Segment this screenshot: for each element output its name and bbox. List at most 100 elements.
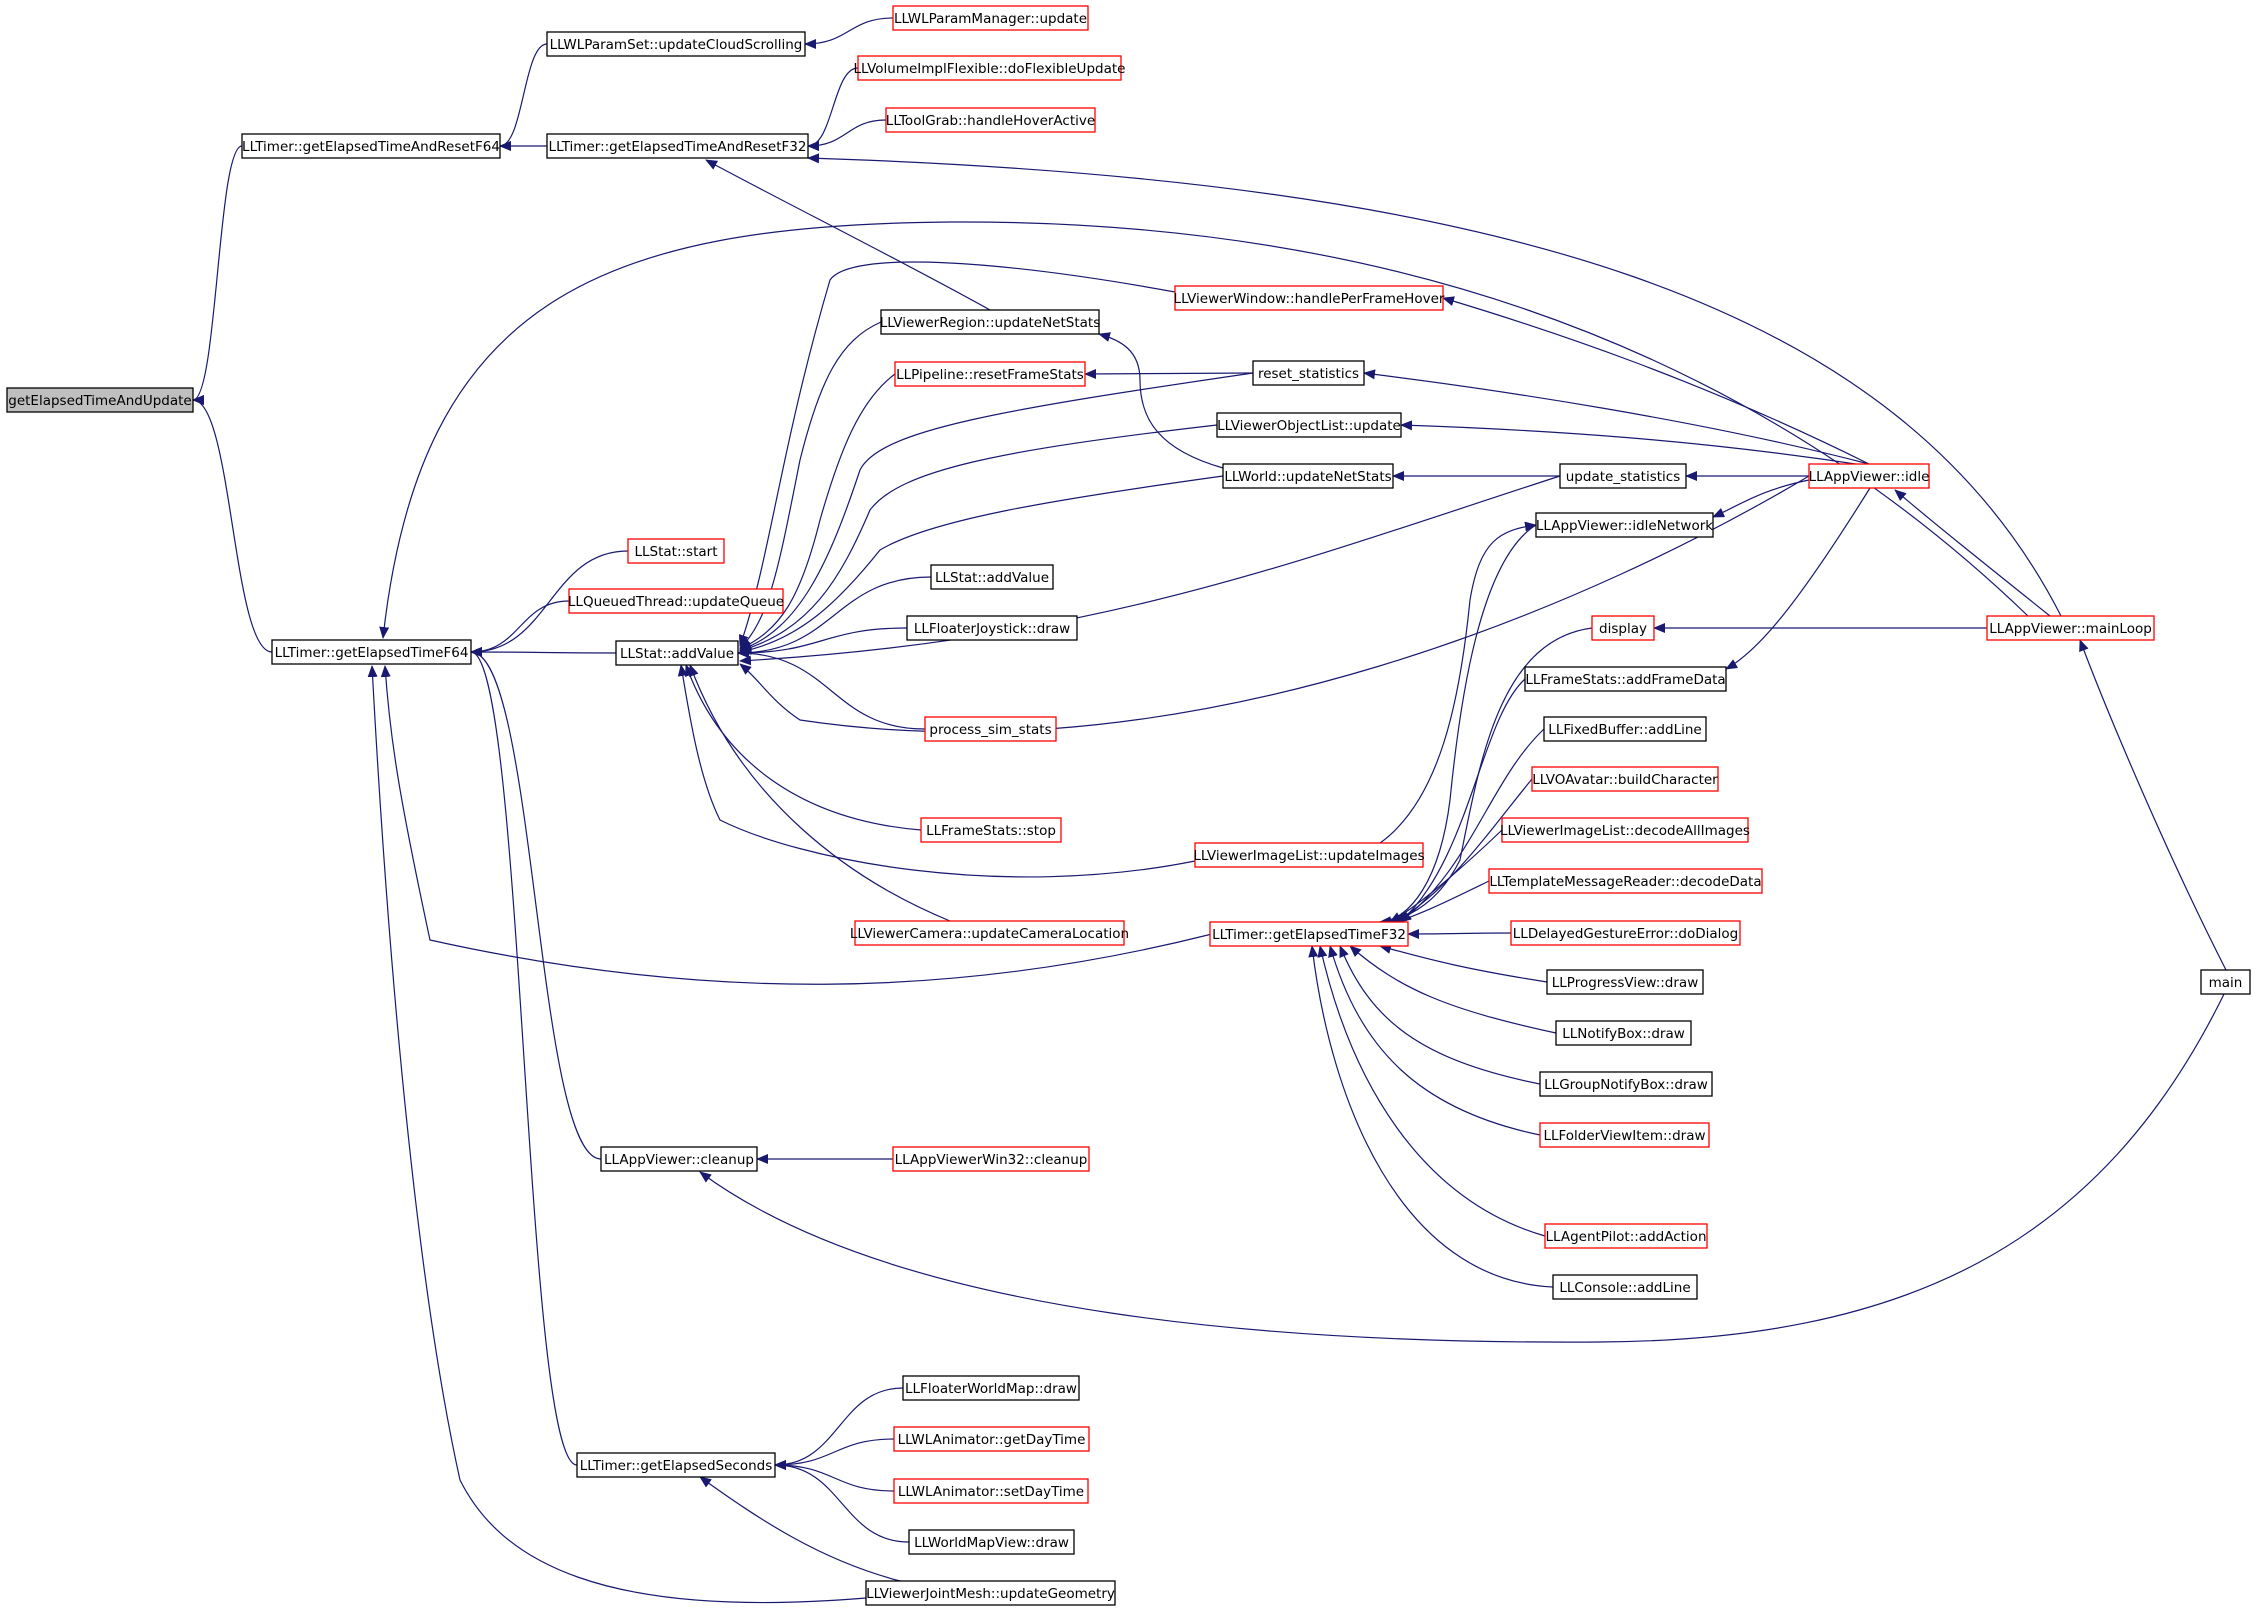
node-box[interactable] — [1209, 921, 1409, 947]
node-box[interactable] — [241, 133, 501, 159]
node-box[interactable] — [600, 1146, 758, 1172]
node-objList[interactable]: LLViewerObjectList::update — [1216, 412, 1402, 438]
node-getF64[interactable]: LLTimer::getElapsedTimeF64 — [271, 639, 472, 665]
node-box[interactable] — [271, 639, 472, 665]
node-box[interactable] — [854, 920, 1125, 946]
node-progress[interactable]: LLProgressView::draw — [1546, 969, 1704, 995]
node-box[interactable] — [930, 564, 1054, 590]
node-getDay[interactable]: LLWLAnimator::getDayTime — [893, 1426, 1090, 1452]
node-winHover[interactable]: LLViewerWindow::handlePerFrameHover — [1174, 285, 1445, 311]
node-box[interactable] — [568, 588, 784, 614]
node-pipeReset[interactable]: LLPipeline::resetFrameStats — [894, 361, 1086, 387]
node-getSecs[interactable]: LLTimer::getElapsedSeconds — [576, 1452, 776, 1478]
node-box[interactable] — [1510, 920, 1741, 946]
node-addValueTop[interactable]: LLStat::addValue — [930, 564, 1054, 590]
node-tmplDecode[interactable]: LLTemplateMessageReader::decodeData — [1488, 868, 1763, 894]
node-regionNet[interactable]: LLViewerRegion::updateNetStats — [880, 309, 1101, 335]
node-cloudScroll[interactable]: LLWLParamSet::updateCloudScrolling — [546, 31, 806, 57]
node-box[interactable] — [546, 133, 809, 159]
node-decodeAll[interactable]: LLViewerImageList::decodeAllImages — [1500, 817, 1750, 843]
node-camLoc[interactable]: LLViewerCamera::updateCameraLocation — [850, 920, 1129, 946]
node-frameStop[interactable]: LLFrameStats::stop — [920, 817, 1062, 843]
node-win32Cleanup[interactable]: LLAppViewerWin32::cleanup — [892, 1146, 1090, 1172]
node-resetF32[interactable]: LLTimer::getElapsedTimeAndResetF32 — [546, 133, 809, 159]
node-setDay[interactable]: LLWLAnimator::setDayTime — [893, 1478, 1089, 1504]
node-box[interactable] — [1539, 1071, 1713, 1097]
node-box[interactable] — [6, 387, 194, 413]
node-volFlex[interactable]: LLVolumeImplFlexible::doFlexibleUpdate — [854, 55, 1126, 81]
node-box[interactable] — [1252, 360, 1365, 386]
node-box[interactable] — [885, 107, 1096, 133]
node-frameAdd[interactable]: LLFrameStats::addFrameData — [1524, 666, 1727, 692]
node-resetStats[interactable]: reset_statistics — [1252, 360, 1365, 386]
node-box[interactable] — [1546, 969, 1704, 995]
node-mapView[interactable]: LLWorldMapView::draw — [908, 1529, 1075, 1555]
node-box[interactable] — [1543, 716, 1707, 742]
node-main[interactable]: main — [2200, 969, 2251, 995]
node-box[interactable] — [1535, 512, 1714, 538]
node-box[interactable] — [920, 817, 1062, 843]
node-joystick[interactable]: LLFloaterJoystick::draw — [906, 615, 1078, 641]
node-box[interactable] — [857, 55, 1122, 81]
node-cleanup[interactable]: LLAppViewer::cleanup — [600, 1146, 758, 1172]
node-folder[interactable]: LLFolderViewItem::draw — [1539, 1122, 1710, 1148]
node-box[interactable] — [2200, 969, 2251, 995]
node-box[interactable] — [902, 1375, 1080, 1401]
node-box[interactable] — [546, 31, 806, 57]
node-groupNotify[interactable]: LLGroupNotifyBox::draw — [1539, 1071, 1713, 1097]
node-wlParamMgr[interactable]: LLWLParamManager::update — [892, 5, 1089, 31]
node-box[interactable] — [1174, 285, 1444, 311]
node-box[interactable] — [1544, 1223, 1708, 1249]
node-box[interactable] — [1808, 463, 1930, 489]
node-box[interactable] — [615, 640, 739, 666]
node-display[interactable]: display — [1591, 615, 1655, 641]
node-updStats[interactable]: update_statistics — [1559, 463, 1687, 489]
node-mainLoop[interactable]: LLAppViewer::mainLoop — [1986, 615, 2155, 641]
node-box[interactable] — [1524, 666, 1727, 692]
node-box[interactable] — [1194, 842, 1424, 868]
node-buildChar[interactable]: LLVOAvatar::buildCharacter — [1531, 766, 1719, 792]
node-box[interactable] — [865, 1580, 1116, 1606]
node-box[interactable] — [892, 5, 1089, 31]
node-box[interactable] — [576, 1452, 776, 1478]
node-box[interactable] — [1531, 766, 1719, 792]
node-box[interactable] — [892, 1146, 1090, 1172]
node-getF32[interactable]: LLTimer::getElapsedTimeF32 — [1209, 921, 1409, 947]
node-box[interactable] — [880, 309, 1100, 335]
node-updImages[interactable]: LLViewerImageList::updateImages — [1193, 842, 1425, 868]
node-simStats[interactable]: process_sim_stats — [924, 716, 1057, 742]
node-box[interactable] — [1488, 868, 1763, 894]
node-box[interactable] — [908, 1529, 1075, 1555]
node-gesture[interactable]: LLDelayedGestureError::doDialog — [1510, 920, 1741, 946]
node-box[interactable] — [1552, 1274, 1698, 1300]
node-box[interactable] — [894, 361, 1086, 387]
node-addValueMain[interactable]: LLStat::addValue — [615, 640, 739, 666]
node-agentPilot[interactable]: LLAgentPilot::addAction — [1544, 1223, 1708, 1249]
node-resetF64[interactable]: LLTimer::getElapsedTimeAndResetF64 — [241, 133, 501, 159]
node-box[interactable] — [1986, 615, 2155, 641]
node-box[interactable] — [924, 716, 1057, 742]
node-box[interactable] — [906, 615, 1078, 641]
node-box[interactable] — [1555, 1020, 1692, 1046]
node-notify[interactable]: LLNotifyBox::draw — [1555, 1020, 1692, 1046]
node-toolGrab[interactable]: LLToolGrab::handleHoverActive — [885, 107, 1096, 133]
node-box[interactable] — [1559, 463, 1687, 489]
node-box[interactable] — [893, 1426, 1090, 1452]
node-worldMapDraw[interactable]: LLFloaterWorldMap::draw — [902, 1375, 1080, 1401]
node-jointMesh[interactable]: LLViewerJointMesh::updateGeometry — [865, 1580, 1116, 1606]
node-qThread[interactable]: LLQueuedThread::updateQueue — [568, 588, 784, 614]
node-box[interactable] — [1222, 463, 1394, 489]
node-console[interactable]: LLConsole::addLine — [1552, 1274, 1698, 1300]
node-idle[interactable]: LLAppViewer::idle — [1808, 463, 1930, 489]
node-box[interactable] — [1591, 615, 1655, 641]
node-box[interactable] — [893, 1478, 1089, 1504]
node-box[interactable] — [1501, 817, 1749, 843]
node-box[interactable] — [1216, 412, 1402, 438]
node-statStart[interactable]: LLStat::start — [627, 538, 725, 564]
node-fixedBuf[interactable]: LLFixedBuffer::addLine — [1543, 716, 1707, 742]
node-idleNet[interactable]: LLAppViewer::idleNetwork — [1535, 512, 1714, 538]
node-root[interactable]: getElapsedTimeAndUpdate — [6, 387, 194, 413]
node-box[interactable] — [1539, 1122, 1710, 1148]
node-box[interactable] — [627, 538, 725, 564]
node-worldNet[interactable]: LLWorld::updateNetStats — [1222, 463, 1394, 489]
